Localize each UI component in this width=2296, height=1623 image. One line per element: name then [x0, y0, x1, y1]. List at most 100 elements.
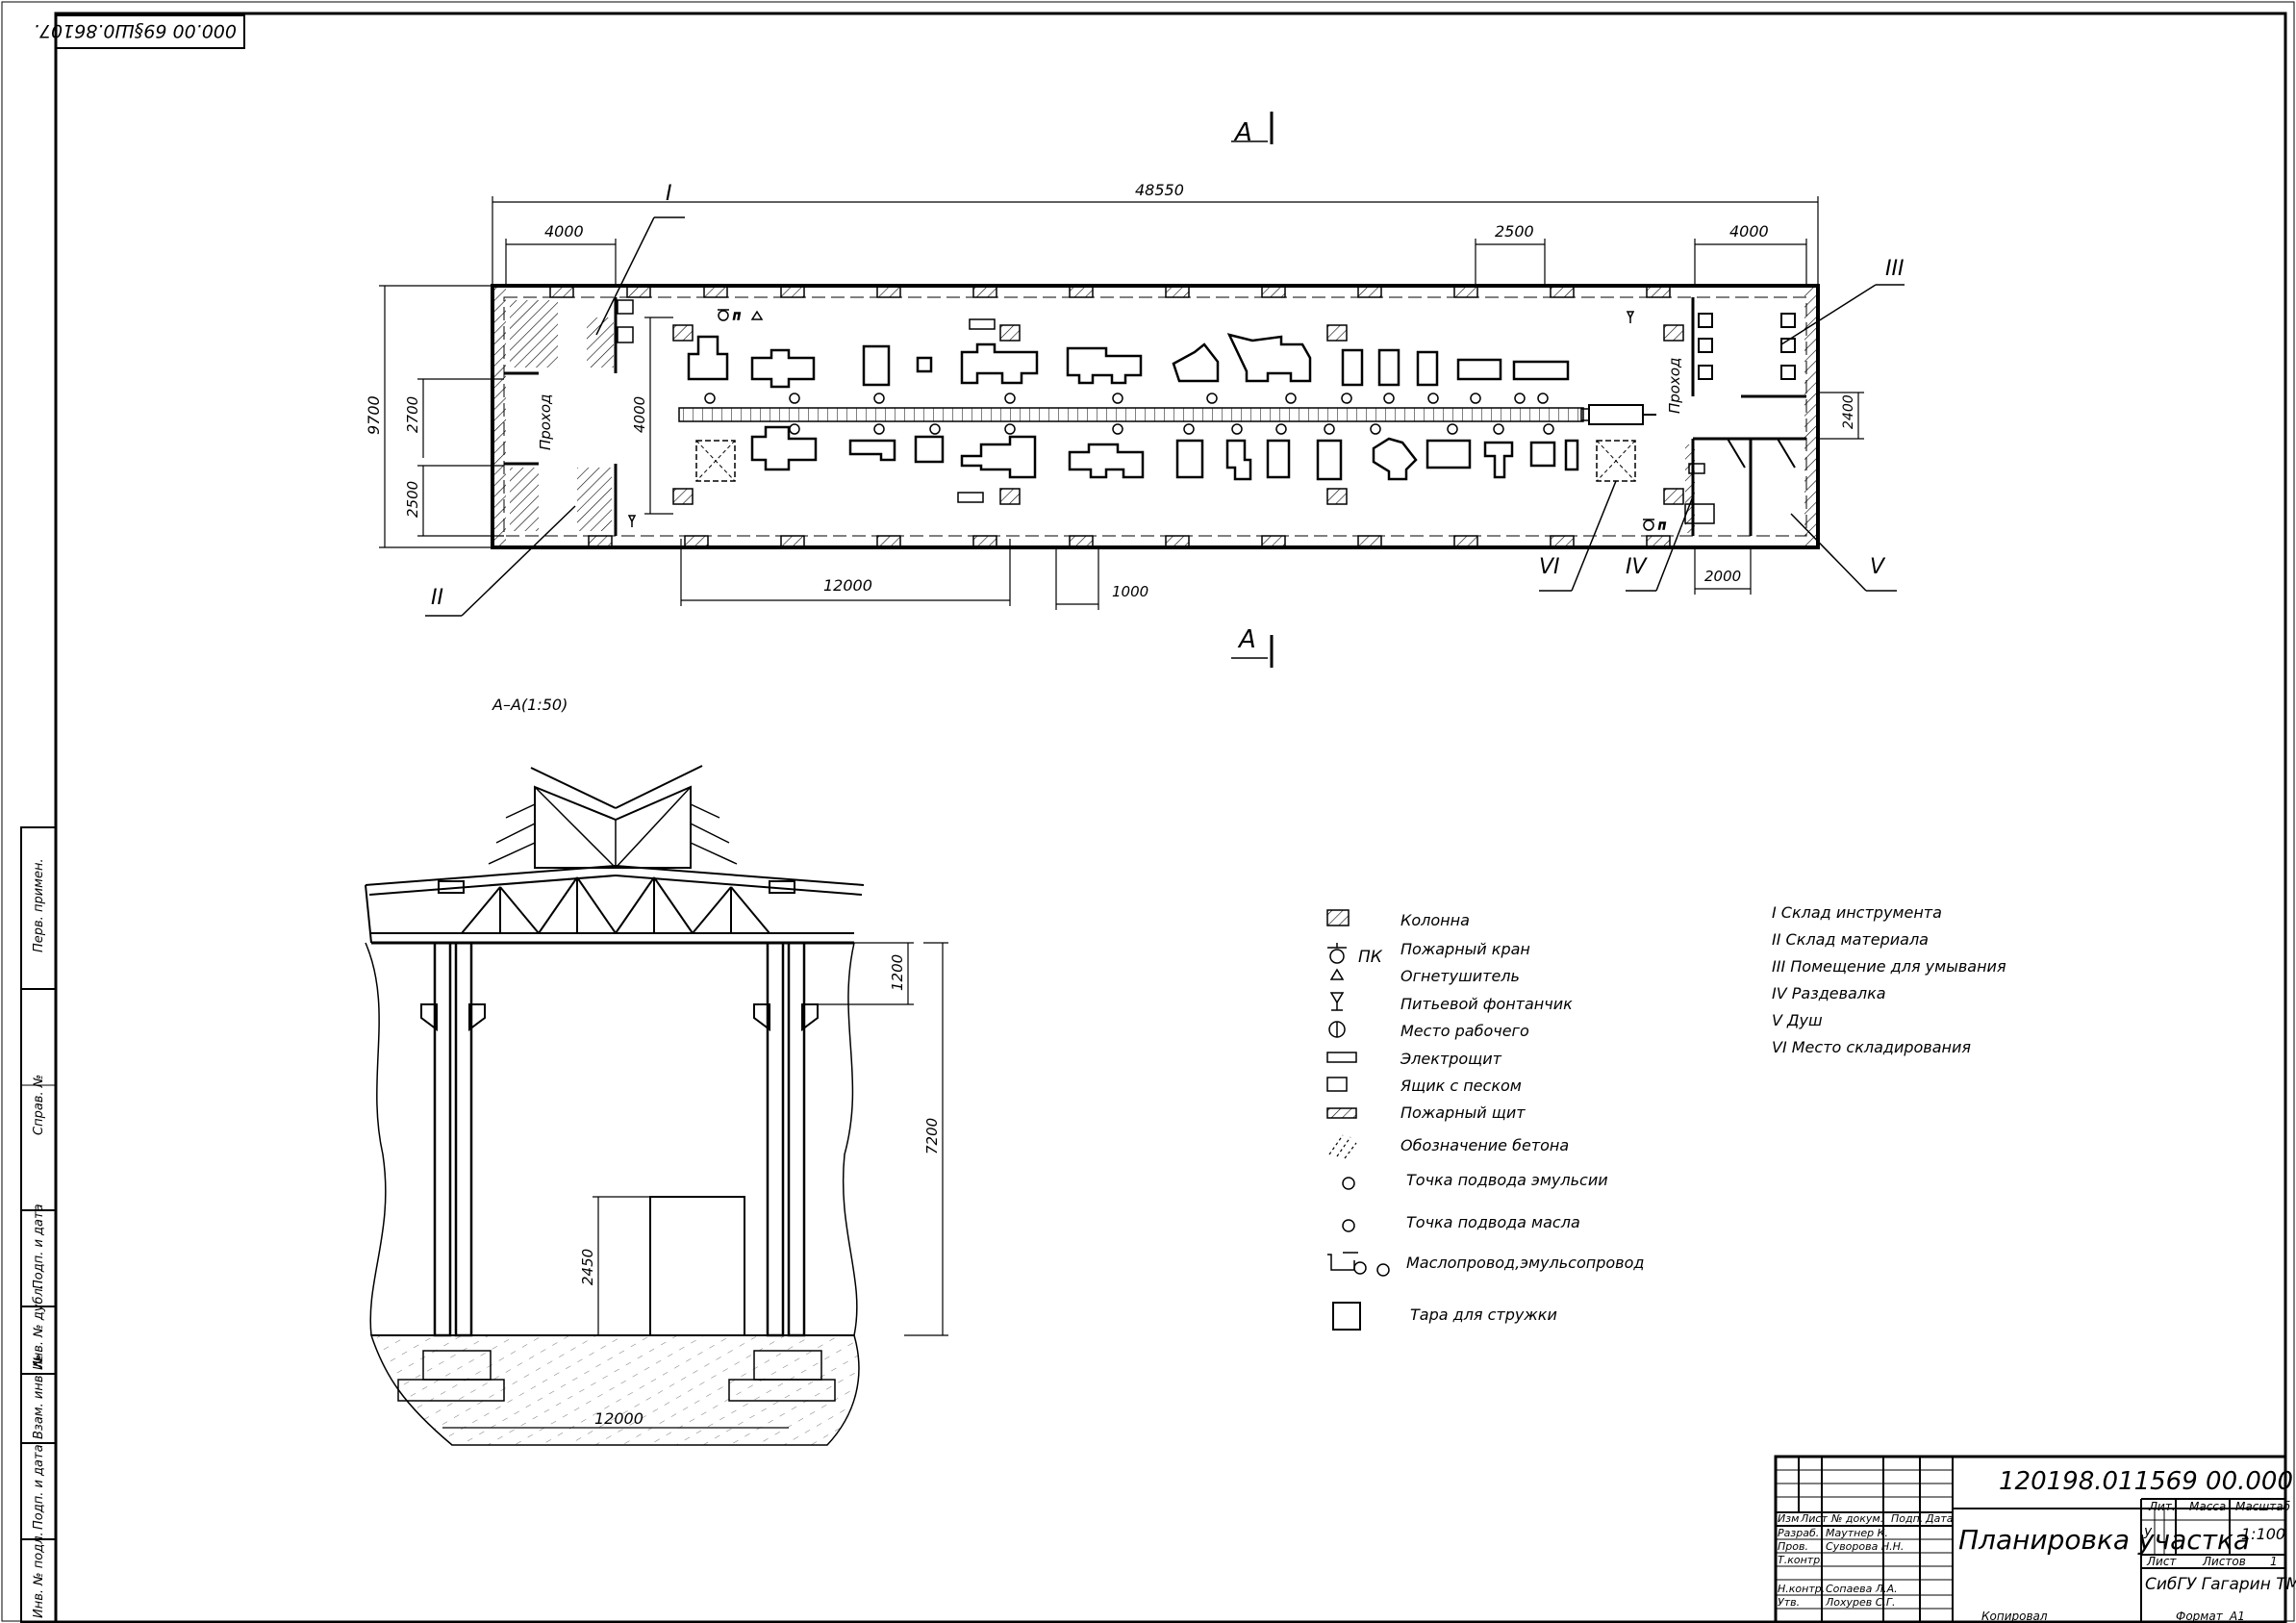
machines	[687, 333, 1579, 481]
fire-board-icon	[1326, 1107, 1357, 1119]
dim-aisle: 4000	[631, 396, 648, 433]
passage-right: Проход	[1666, 358, 1683, 414]
svg-text:Лохурев С.Г.: Лохурев С.Г.	[1825, 1596, 1896, 1609]
section-mark-bottom: A	[1237, 625, 1256, 654]
left-strip: Перв. примен. Справ. № Подп. и дата Инв.…	[20, 826, 57, 1623]
plan-dimensions	[379, 196, 1864, 610]
dim-2400: 2400	[1841, 394, 1856, 429]
drawing-title: Планировка участка	[1958, 1524, 2250, 1556]
sand-box-icon	[1326, 1077, 1348, 1092]
section-view: А–А(1:50)	[365, 696, 948, 1446]
svg-text:1: 1	[2270, 1555, 2278, 1568]
corner-code: 000.00 69§Ш0.86107.	[34, 20, 237, 41]
chip-container-icon	[1332, 1302, 1361, 1331]
fire-hydrant-icon	[1327, 943, 1347, 964]
svg-text:Сопаева Л.А.: Сопаева Л.А.	[1826, 1583, 1898, 1595]
panels	[957, 318, 1705, 503]
title-block: 120198.011569 00.000 Планировка участка …	[1774, 1455, 2296, 1623]
legend-label: Электрощит	[1400, 1050, 1502, 1068]
legend-label: Точка подвода масла	[1406, 1213, 1580, 1231]
floor-plan: A A	[365, 112, 1905, 668]
svg-text:Маутнер К.: Маутнер К.	[1826, 1527, 1888, 1539]
svg-text:Н.контр.: Н.контр.	[1778, 1583, 1825, 1595]
worker-places	[704, 393, 1554, 435]
room-mark-III: III	[1885, 257, 1904, 281]
fountain-icon	[1329, 992, 1345, 1011]
legend-label: Колонна	[1400, 911, 1470, 929]
svg-text:№ докум.: № докум.	[1830, 1512, 1883, 1525]
svg-text:Масштаб: Масштаб	[2235, 1500, 2291, 1513]
dim-1200: 1200	[889, 954, 906, 991]
columns	[549, 285, 1684, 548]
doc-code: 120198.011569 00.000	[1999, 1467, 2293, 1496]
svg-text:Листов: Листов	[2202, 1555, 2246, 1568]
dim-12000: 12000	[823, 576, 872, 595]
right-rooms: Проход	[1666, 297, 1806, 536]
room-legend-item: III Помещение для умывания	[1772, 957, 2006, 976]
dim-left-room: 4000	[544, 222, 584, 241]
room-legend-item: I Склад инструмента	[1772, 903, 1942, 922]
room-mark-I: I	[666, 182, 672, 206]
svg-text:Подп.: Подп.	[1891, 1512, 1923, 1525]
dim-height: 9700	[365, 395, 383, 435]
extinguisher-icon	[1329, 968, 1345, 980]
dim-2700: 2700	[404, 396, 421, 433]
legend: Колонна Пожарный кран ПК Огнетушитель Пи…	[1326, 909, 1644, 1331]
svg-text:Копировал: Копировал	[1981, 1610, 2048, 1623]
fire-hydrants: п п	[627, 308, 1667, 533]
rooms-legend: I Склад инструмента II Склад материала I…	[1772, 903, 2006, 1056]
legend-label: Место рабочего	[1400, 1022, 1529, 1040]
leaders	[425, 216, 1905, 617]
legend-label: Обозначение бетона	[1400, 1136, 1569, 1154]
room-mark-VI: VI	[1539, 555, 1560, 579]
strip-label: Подп. и дата	[32, 1204, 46, 1289]
scale-value: 1:100	[2241, 1525, 2285, 1543]
legend-label: Пожарный щит	[1400, 1103, 1526, 1122]
corner-code-box	[55, 14, 245, 49]
strip-label: Инв. № подл.	[32, 1532, 46, 1618]
svg-text:Дата: Дата	[1925, 1512, 1954, 1525]
svg-text:Формат: Формат	[2176, 1610, 2224, 1623]
svg-text:А1: А1	[2229, 1610, 2245, 1623]
svg-text:Пров.: Пров.	[1778, 1540, 1808, 1553]
legend-extra: ПК	[1358, 948, 1383, 967]
svg-text:Изм: Изм	[1778, 1512, 1799, 1525]
section-title: А–А(1:50)	[492, 696, 568, 714]
legend-label: Огнетушитель	[1400, 967, 1520, 985]
electrical-panel-icon	[1326, 1052, 1357, 1063]
strip-label: Инв. № дубл.	[32, 1284, 46, 1370]
dim-2500-top: 2500	[1495, 222, 1534, 241]
svg-text:Т.контр.: Т.контр.	[1778, 1554, 1824, 1566]
dim-7200: 7200	[923, 1118, 941, 1154]
svg-text:п: п	[733, 309, 741, 322]
conveyor	[678, 407, 1584, 422]
concrete-icon	[1328, 1134, 1357, 1159]
legend-label: Точка подвода эмульсии	[1406, 1171, 1608, 1189]
svg-text:Лит.: Лит.	[2148, 1500, 2176, 1513]
oil-point-icon	[1342, 1219, 1355, 1232]
strip-label: Перв. примен.	[32, 858, 46, 952]
svg-text:Суворова Н.Н.: Суворова Н.Н.	[1826, 1540, 1904, 1553]
dim-total: 48550	[1135, 181, 1184, 199]
svg-text:Разраб.: Разраб.	[1778, 1527, 1819, 1539]
legend-label: Тара для стружки	[1410, 1306, 1557, 1324]
passage-left: Проход	[537, 394, 554, 450]
svg-text:п: п	[1658, 519, 1666, 532]
left-rooms: Проход	[504, 297, 634, 536]
room-legend-item: II Склад материала	[1772, 930, 1929, 949]
legend-label: Пожарный кран	[1400, 940, 1530, 958]
svg-text:Лист: Лист	[2146, 1555, 2177, 1568]
svg-text:Утв.: Утв.	[1778, 1596, 1800, 1609]
oil-pipeline-icon	[1327, 1252, 1390, 1277]
strip-label: Подп. и дата	[32, 1444, 46, 1530]
dim-2000: 2000	[1704, 568, 1741, 585]
legend-label: Ящик с песком	[1400, 1077, 1522, 1095]
column-icon	[1326, 909, 1350, 926]
legend-label: Питьевой фонтанчик	[1400, 995, 1573, 1013]
svg-text:Лист: Лист	[1800, 1512, 1828, 1525]
room-legend-item: V Душ	[1772, 1011, 1823, 1029]
dim-1000: 1000	[1112, 583, 1148, 600]
inner-frame	[54, 12, 2287, 1623]
